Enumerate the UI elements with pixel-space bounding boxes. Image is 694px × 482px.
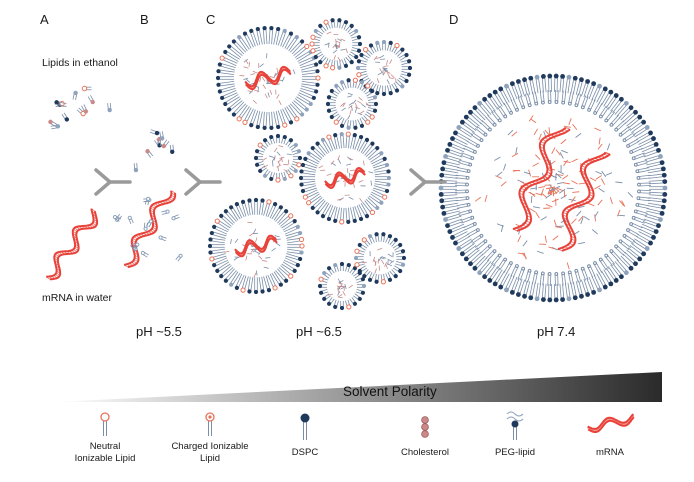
panel-c-particle-small-6 xyxy=(353,232,407,285)
panel-a-mrna-helix xyxy=(45,208,99,281)
legend-label-dspc: DSPC xyxy=(291,447,319,458)
legend-label-cholesterol: Cholesterol xyxy=(400,447,450,458)
panel-a-lipid-cluster xyxy=(48,85,112,130)
panel-b-lipids-on-mrna xyxy=(112,196,183,262)
solvent-polarity-label: Solvent Polarity xyxy=(343,384,437,399)
peg-lipid-icon xyxy=(506,411,524,440)
ph-label-c: pH ~6.5 xyxy=(296,324,342,339)
panel-c-particle-small-4 xyxy=(253,133,303,183)
panel-label-c: C xyxy=(206,12,216,27)
ph-label-b: pH ~5.5 xyxy=(136,324,182,339)
panel-c-particle-small-2 xyxy=(355,39,413,97)
ph-label-d: pH 7.4 xyxy=(537,324,576,339)
merge-arrow-b-to-c xyxy=(184,168,222,196)
legend-label-mrna: mRNA xyxy=(596,447,624,458)
panel-c-particle-small-5 xyxy=(317,261,367,311)
panel-d-mrna-helix-2 xyxy=(557,151,611,252)
mrna-in-water-caption: mRNA in water xyxy=(42,292,113,304)
mrna-icon xyxy=(587,413,635,433)
panel-b-mrna-helix xyxy=(123,190,177,269)
panel-label-d: D xyxy=(449,12,459,27)
solvent-polarity-wedge xyxy=(55,372,662,402)
panel-c-particle-small-3 xyxy=(325,77,379,130)
legend-label-charged-lipid: Charged Ionizable Lipid xyxy=(171,441,249,464)
merge-arrow-c-to-d xyxy=(409,168,447,196)
dspc-icon xyxy=(300,413,310,440)
panel-c-particle-large-2-mrna xyxy=(324,166,366,190)
lipids-in-ethanol-caption: Lipids in ethanol xyxy=(42,57,118,69)
panel-label-a: A xyxy=(40,12,49,27)
panel-b-lipid-cluster xyxy=(133,129,175,173)
charged-lipid-icon xyxy=(205,412,215,436)
panel-c-particle-large-1 xyxy=(215,26,321,130)
panel-d-lipid-nanoparticle xyxy=(438,73,668,303)
merge-arrow-a-to-b xyxy=(94,168,132,196)
cholesterol-icon xyxy=(421,416,429,438)
panel-label-b: B xyxy=(140,12,149,27)
panel-c-particle-large-1-mrna xyxy=(244,65,292,91)
legend-label-peg-lipid: PEG-lipid xyxy=(494,447,536,458)
panel-c-particle-small-1 xyxy=(309,18,363,71)
neutral-lipid-icon xyxy=(100,412,110,436)
panel-c-particle-large-3-mrna xyxy=(234,234,278,258)
legend-label-neutral-lipid: Neutral Ionizable Lipid xyxy=(74,441,136,464)
panel-d-mrna-helix-1 xyxy=(512,126,571,232)
panel-c-particle-large-2 xyxy=(298,131,392,225)
panel-c-particle-large-3 xyxy=(207,197,305,295)
